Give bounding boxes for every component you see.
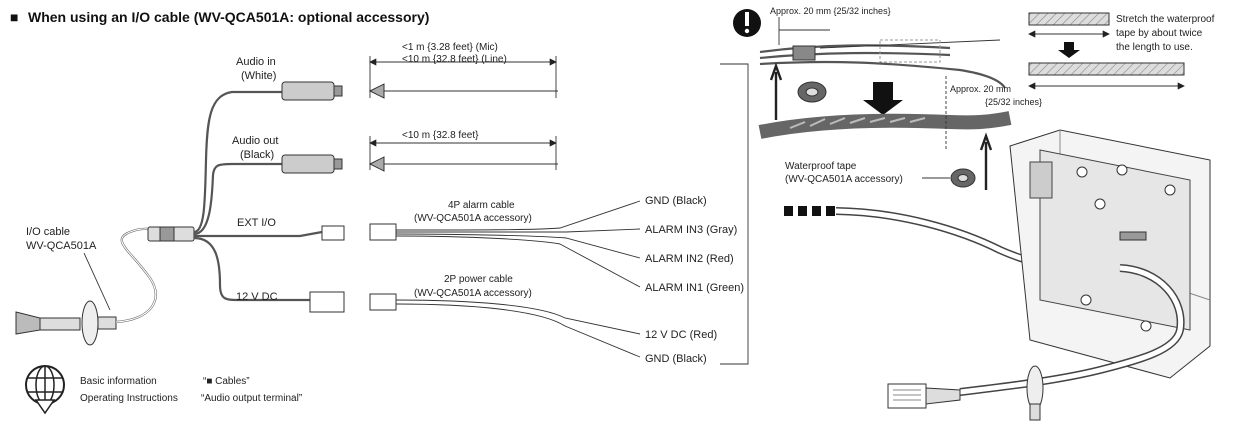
- audio-out-label-2: (Black): [240, 149, 274, 161]
- junction-box: [959, 129, 1211, 421]
- audio-out-plug: [368, 156, 558, 172]
- alarm-cable-label-1: 4P alarm cable: [448, 200, 515, 211]
- power-cable-label-2: (WV-QCA501A accessory): [414, 288, 532, 299]
- waterproof-tape-label-2: (WV-QCA501A accessory): [785, 174, 903, 185]
- tape-approx-top: Approx. 20 mm {25/32 inches}: [770, 6, 891, 16]
- ref-topic-1: “■ Cables”: [203, 376, 250, 387]
- audio-in-connector: [281, 81, 343, 101]
- power-cable-plug: [369, 293, 397, 311]
- audio-out-length: <10 m {32.8 feet}: [402, 130, 479, 141]
- warning-icon: [733, 9, 761, 37]
- dc12-connector: [309, 291, 345, 313]
- power-cable-label-1: 2P power cable: [444, 274, 513, 285]
- alarm-wires: [395, 200, 641, 288]
- wire-group-bracket: [720, 63, 749, 365]
- audio-in-label-2: (White): [241, 70, 276, 82]
- taped-cable-bundle: [758, 76, 1012, 188]
- heading-bullet: ■: [10, 9, 18, 25]
- power-wires: [395, 299, 641, 358]
- audio-out-label-1: Audio out: [232, 135, 278, 147]
- stretch-note-2: tape by about twice: [1116, 28, 1203, 39]
- io-cable-harness: [15, 90, 323, 346]
- ref-doc-1: Basic information: [80, 376, 157, 387]
- audio-in-label-1: Audio in: [236, 56, 276, 68]
- audio-in-length-2: <10 m {32.8 feet} (Line): [402, 54, 507, 65]
- ref-topic-2: “Audio output terminal”: [201, 393, 302, 404]
- tape-approx-right-2: {25/32 inches}: [985, 97, 1042, 107]
- alarm-cable-plug: [369, 223, 397, 241]
- wire-alarm-in2: ALARM IN2 (Red): [645, 253, 734, 265]
- rj45-plug: [887, 383, 961, 409]
- wire-alarm-in3: ALARM IN3 (Gray): [645, 224, 737, 236]
- down-arrow-icon: [863, 82, 903, 115]
- stretch-note-3: the length to use.: [1116, 42, 1193, 53]
- wire-12v-red: 12 V DC (Red): [645, 329, 717, 341]
- audio-in-plug: [368, 83, 558, 99]
- wire-gnd-black: GND (Black): [645, 195, 707, 207]
- ext-io-label: EXT I/O: [237, 217, 276, 229]
- stretch-arrow-icon: [1058, 42, 1080, 58]
- tape-unstretched: [1028, 12, 1110, 26]
- wire-bundle-indicator: [784, 206, 835, 216]
- ext-io-connector: [321, 225, 345, 241]
- audio-out-connector: [281, 154, 343, 174]
- dc12-label: 12 V DC: [236, 291, 278, 303]
- waterproof-tape-label-1: Waterproof tape: [785, 161, 857, 172]
- alarm-cable-label-2: (WV-QCA501A accessory): [414, 213, 532, 224]
- cable-bundle-before-taping: [759, 39, 1006, 103]
- wire-gnd-black-power: GND (Black): [645, 353, 707, 365]
- audio-in-length-1: <1 m {3.28 feet} (Mic): [402, 42, 498, 53]
- io-cable-label-2: WV-QCA501A: [26, 240, 97, 252]
- ref-doc-2: Operating Instructions: [80, 393, 178, 404]
- page-heading: When using an I/O cable (WV-QCA501A: opt…: [28, 9, 429, 25]
- io-cable-label-1: I/O cable: [26, 226, 70, 238]
- tape-approx-right-1: Approx. 20 mm: [950, 84, 1011, 94]
- tape-stretched: [1028, 62, 1185, 76]
- stretch-note-1: Stretch the waterproof: [1116, 14, 1215, 25]
- globe-manual-icon: [25, 365, 65, 415]
- wire-alarm-in1: ALARM IN1 (Green): [645, 282, 744, 294]
